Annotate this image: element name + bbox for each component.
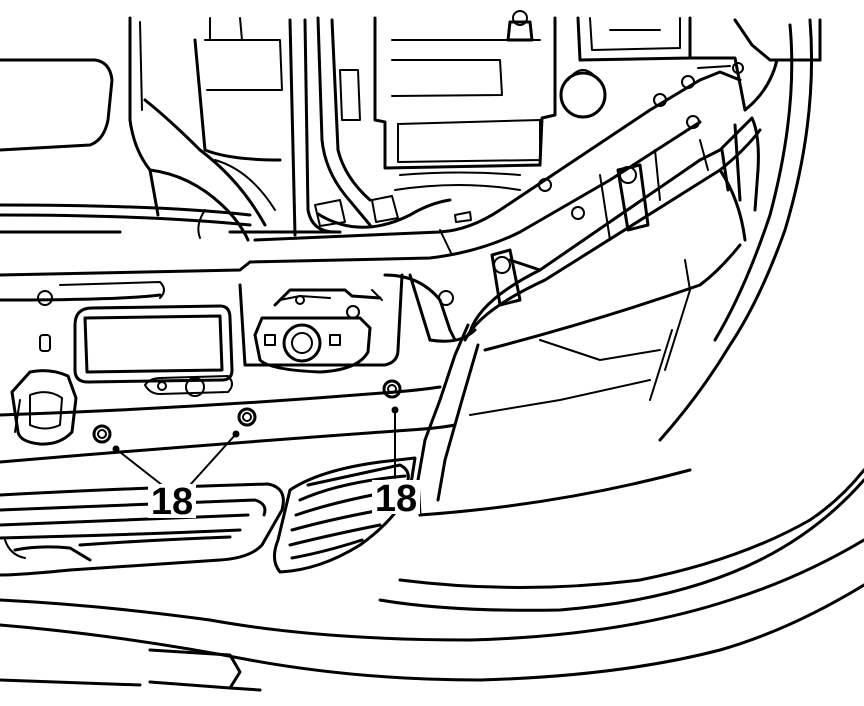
leader-line-left-1 (115, 448, 163, 486)
fastener-markers (92, 379, 402, 444)
engine-bay (0, 10, 822, 242)
leader-dot-right (391, 406, 399, 414)
header-left-details (10, 290, 234, 446)
leader-dot-left-1 (112, 445, 120, 453)
callout-label-right: 18 (375, 478, 417, 520)
headlamp (416, 116, 762, 517)
radiator-support (0, 70, 742, 367)
bumper-cover (0, 18, 864, 692)
bumper-screw-1 (92, 424, 112, 444)
leader-line-left-2 (189, 433, 237, 486)
leader-lines (112, 406, 399, 486)
hood-latch (253, 288, 383, 374)
callout-label-left: 18 (151, 481, 193, 523)
bumper-screw-2 (237, 407, 257, 427)
leader-dot-left-2 (232, 430, 240, 438)
bumper-screw-3 (382, 379, 402, 399)
